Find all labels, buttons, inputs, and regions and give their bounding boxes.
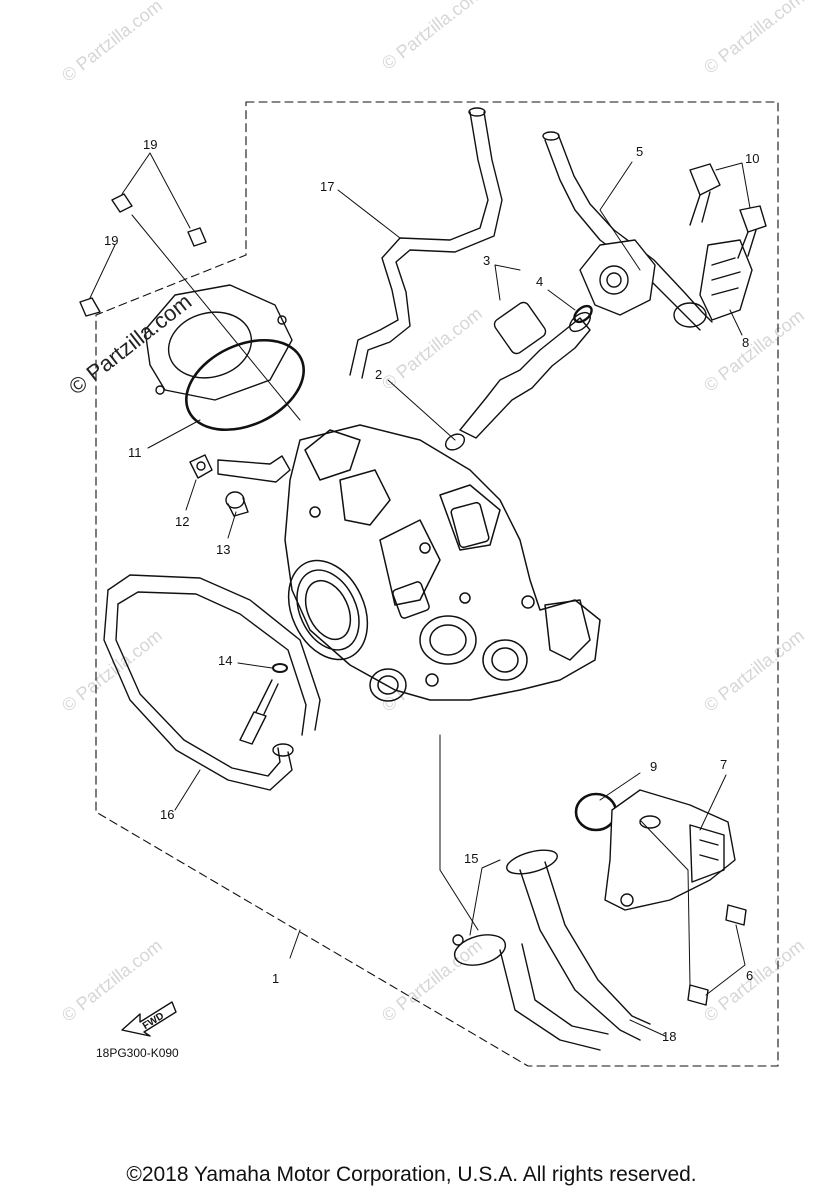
callout-9: 9 — [650, 759, 658, 774]
nut-12 — [189, 454, 213, 479]
callout-13: 13 — [216, 542, 231, 557]
assembly-boundary-dashed — [95, 101, 779, 1067]
callout-15: 15 — [464, 851, 479, 866]
gasket-11 — [185, 338, 305, 432]
callout-10: 10 — [745, 151, 760, 166]
callout-12: 12 — [175, 514, 190, 529]
fuel-injector-3 — [459, 301, 591, 439]
o-ring-9 — [574, 792, 618, 832]
o-ring-4 — [573, 304, 593, 324]
callout-4: 4 — [536, 274, 544, 289]
callout-8: 8 — [742, 335, 750, 350]
leader-lines — [89, 152, 751, 1037]
cover-plate — [144, 284, 293, 401]
callout-14: 14 — [218, 653, 233, 668]
screws-10 — [689, 163, 767, 259]
diagram-code: 18PG300-K090 — [96, 1046, 179, 1060]
screws-6 — [687, 904, 747, 1006]
seal-2 — [444, 433, 466, 451]
hose-18 — [499, 861, 651, 1051]
callout-1: 1 — [272, 971, 280, 986]
clamps-15 — [452, 849, 558, 966]
throttle-body-exploded-diagram — [79, 101, 779, 1067]
screws-19 — [79, 193, 207, 317]
callout-19: 19 — [104, 233, 119, 248]
callout-11: 11 — [128, 445, 142, 460]
hose-17 — [349, 107, 503, 379]
fwd-arrow-icon: FWD — [121, 1001, 177, 1037]
callout-5: 5 — [636, 144, 644, 159]
fuel-delivery-5 — [542, 131, 713, 331]
callout-17: 17 — [320, 179, 335, 194]
throttle-body — [284, 424, 601, 702]
callout-3: 3 — [483, 253, 491, 268]
callout-16: 16 — [160, 807, 175, 822]
callout-6: 6 — [746, 968, 754, 983]
sensor-7 — [604, 789, 736, 911]
fitting-12 — [217, 455, 291, 483]
callout-2: 2 — [375, 367, 383, 382]
callout-18: 18 — [662, 1029, 677, 1044]
copyright-notice: ©2018 Yamaha Motor Corporation, U.S.A. A… — [126, 1163, 697, 1186]
bracket-8 — [699, 239, 753, 321]
part-13 — [225, 491, 249, 517]
callout-7: 7 — [720, 757, 728, 772]
screw-14 — [239, 663, 288, 745]
hose-16 — [103, 574, 321, 791]
callout-19: 19 — [143, 137, 158, 152]
